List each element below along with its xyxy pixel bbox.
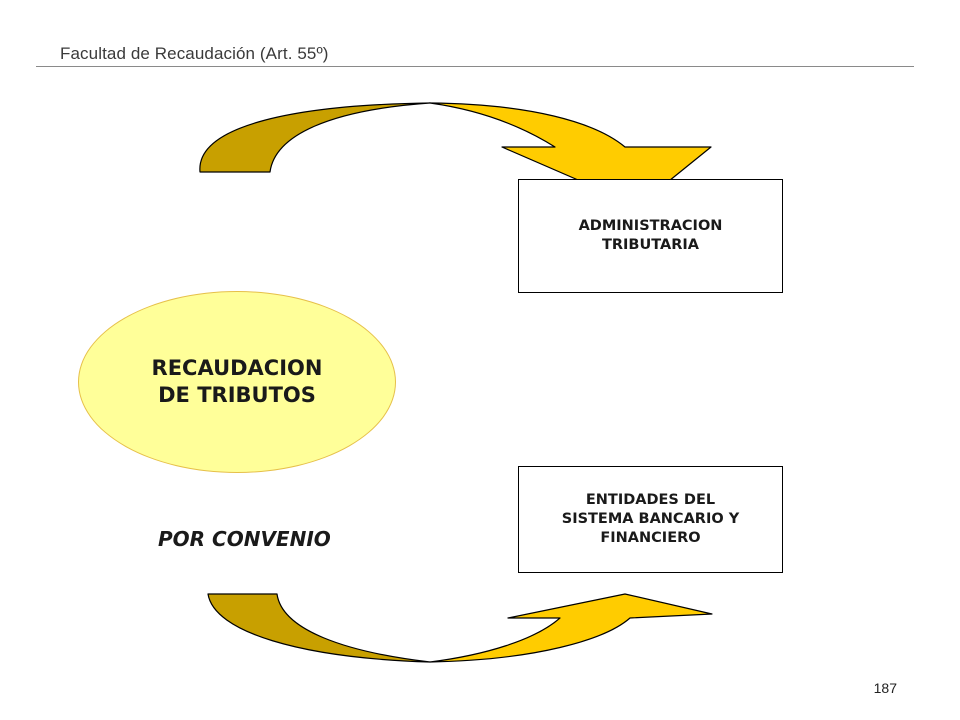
page-number: 187 xyxy=(873,680,897,696)
top-arrow-dark-segment xyxy=(199,102,431,173)
entidades-bancarias-box: ENTIDADES DEL SISTEMA BANCARIO Y FINANCI… xyxy=(518,466,783,573)
title-divider xyxy=(36,66,914,67)
administracion-tributaria-box: ADMINISTRACION TRIBUTARIA xyxy=(518,179,783,293)
page-title: Facultad de Recaudación (Art. 55º) xyxy=(60,44,329,63)
bottom-arrow-dark-segment xyxy=(207,593,431,663)
bottom-arrow-light-segment xyxy=(429,593,713,663)
recaudacion-tributos-node: RECAUDACION DE TRIBUTOS xyxy=(78,291,396,473)
por-convenio-label: POR CONVENIO xyxy=(158,527,331,551)
